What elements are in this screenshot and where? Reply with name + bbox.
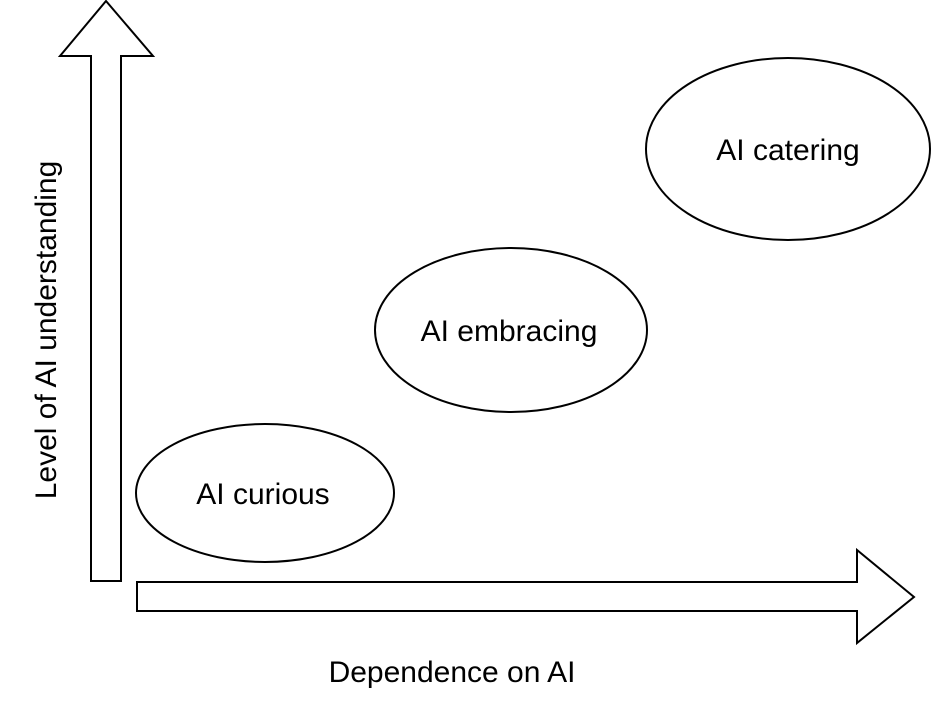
- stage-label: AI embracing: [421, 315, 598, 348]
- y-axis-arrow: [57, 0, 156, 582]
- stage-ai-curious: AI curious: [135, 423, 395, 563]
- x-axis-label: Dependence on AI: [329, 656, 576, 689]
- stage-label: AI catering: [716, 134, 859, 167]
- x-axis-arrow: [136, 547, 916, 646]
- stage-ellipse: [135, 423, 395, 563]
- stage-ellipse: [374, 247, 648, 413]
- stage-ai-catering: AI catering: [645, 57, 931, 241]
- stage-ellipse: [645, 57, 931, 241]
- stage-ai-embracing: AI embracing: [374, 247, 648, 413]
- y-axis-label: Level of AI understanding: [30, 161, 63, 500]
- stage-label: AI curious: [196, 478, 329, 511]
